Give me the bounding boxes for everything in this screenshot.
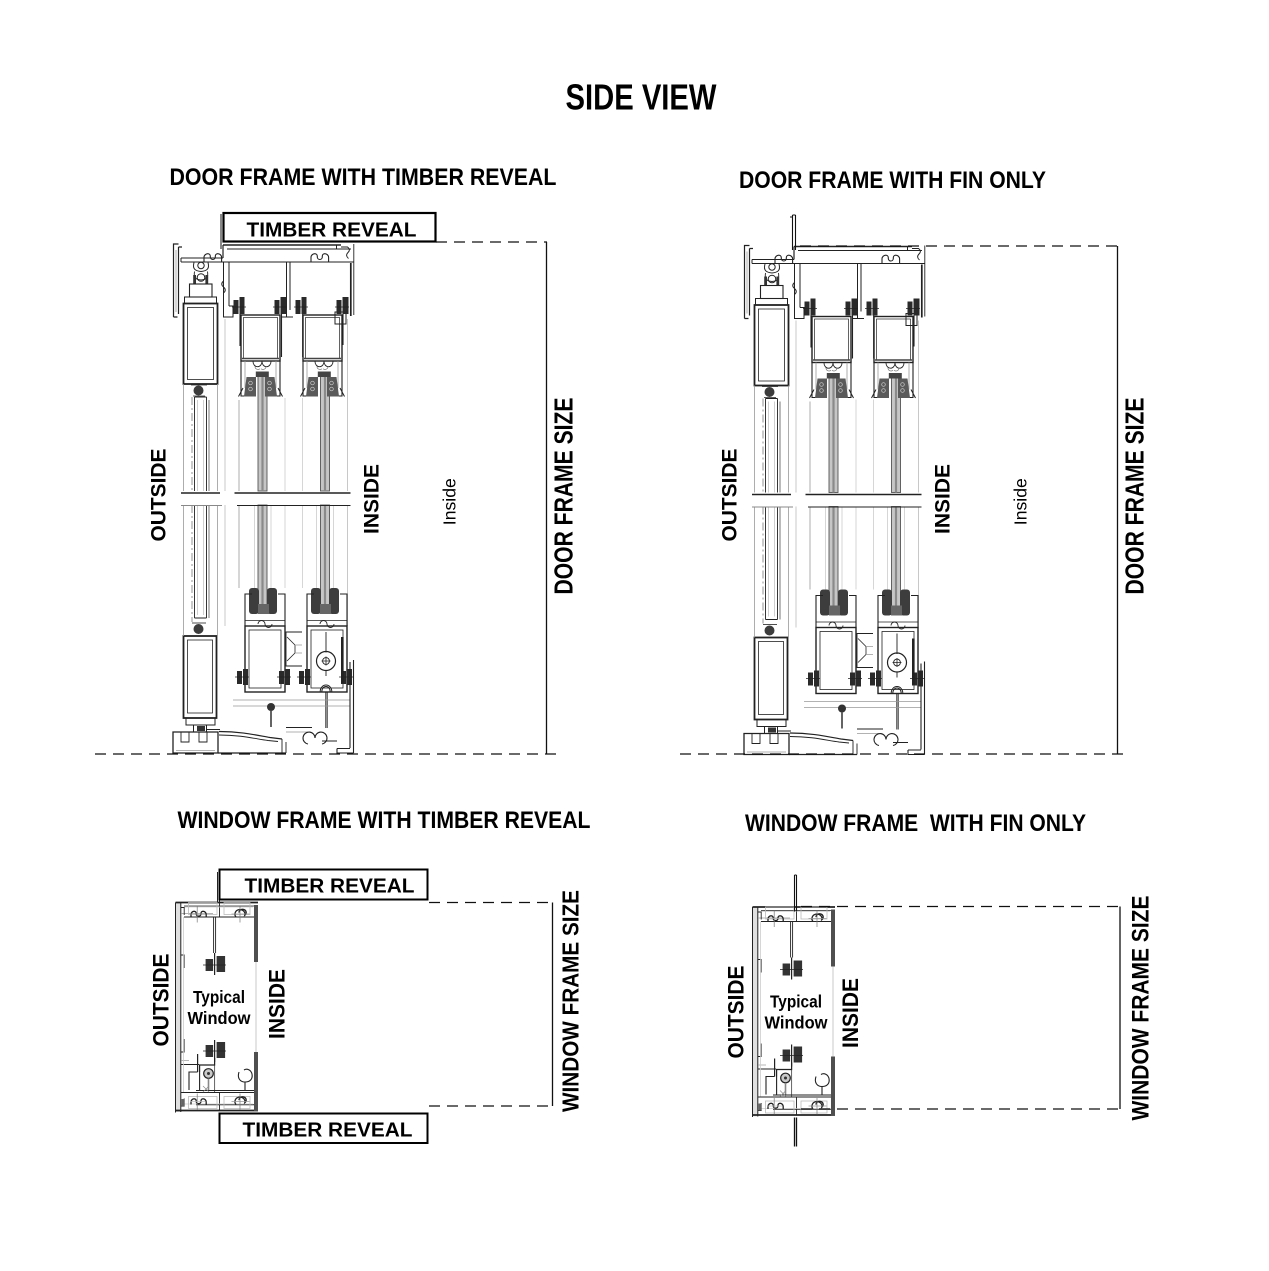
- svg-text:INSIDE: INSIDE: [932, 464, 955, 534]
- svg-text:Inside: Inside: [1011, 478, 1031, 525]
- svg-text:INSIDE: INSIDE: [838, 978, 863, 1048]
- svg-text:TIMBER REVEAL: TIMBER REVEAL: [243, 1119, 413, 1142]
- svg-text:OUTSIDE: OUTSIDE: [724, 966, 749, 1059]
- svg-text:DOOR FRAME WITH FIN ONLY: DOOR FRAME WITH FIN ONLY: [739, 167, 1046, 194]
- svg-text:DOOR FRAME WITH TIMBER REVEAL: DOOR FRAME WITH TIMBER REVEAL: [170, 164, 557, 191]
- svg-text:WINDOW FRAME SIZE: WINDOW FRAME SIZE: [558, 890, 584, 1112]
- svg-text:INSIDE: INSIDE: [265, 969, 290, 1039]
- svg-text:INSIDE: INSIDE: [361, 464, 384, 534]
- svg-text:WINDOW FRAME WITH TIMBER REVEA: WINDOW FRAME WITH TIMBER REVEAL: [178, 807, 591, 834]
- svg-text:Window: Window: [188, 1008, 251, 1028]
- svg-text:SIDE VIEW: SIDE VIEW: [566, 77, 717, 118]
- svg-text:DOOR FRAME SIZE: DOOR FRAME SIZE: [1122, 398, 1150, 595]
- svg-text:WINDOW FRAME WITH FIN ONLY: WINDOW FRAME WITH FIN ONLY: [745, 810, 1086, 837]
- svg-text:TIMBER REVEAL: TIMBER REVEAL: [245, 875, 415, 898]
- svg-text:OUTSIDE: OUTSIDE: [718, 449, 741, 542]
- svg-text:OUTSIDE: OUTSIDE: [147, 449, 170, 542]
- svg-text:DOOR FRAME SIZE: DOOR FRAME SIZE: [551, 398, 579, 595]
- svg-text:TIMBER REVEAL: TIMBER REVEAL: [247, 219, 417, 242]
- svg-text:WINDOW FRAME SIZE: WINDOW FRAME SIZE: [1128, 896, 1155, 1121]
- svg-text:Inside: Inside: [440, 478, 460, 525]
- svg-text:Typical: Typical: [770, 992, 822, 1012]
- svg-text:OUTSIDE: OUTSIDE: [149, 954, 174, 1047]
- svg-text:Window: Window: [765, 1013, 828, 1033]
- svg-text:Typical: Typical: [193, 987, 245, 1007]
